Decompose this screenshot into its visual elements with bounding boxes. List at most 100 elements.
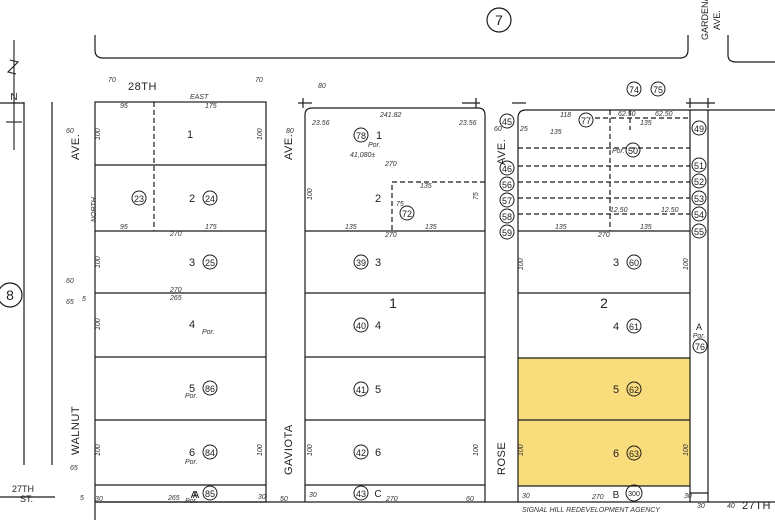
svg-text:70: 70 [255,77,263,84]
parcel-number: 86 [205,384,215,394]
lot-number: 4 [375,320,381,332]
svg-text:55: 55 [694,227,704,237]
svg-text:46: 46 [502,164,512,174]
street-curve-top [94,35,689,59]
svg-text:25: 25 [519,126,528,133]
svg-text:52: 52 [694,177,704,187]
parcel-number: 42 [356,448,366,458]
svg-text:60: 60 [66,278,74,285]
svg-text:57: 57 [502,196,512,206]
lot-number: 6 [189,447,195,459]
svg-text:65: 65 [66,299,74,306]
lot-number: 3 [375,257,381,269]
north-letter: N [10,92,17,103]
parcel-number: 61 [629,322,639,332]
agency-label: SIGNAL HILL REDEVELOPMENT AGENCY [522,507,661,514]
block-middle [298,98,486,502]
svg-text:75: 75 [396,201,404,208]
svg-text:Por.: Por. [693,333,706,340]
parcel-number: 43 [356,489,366,499]
lot-number: 1 [187,129,193,141]
lot-number: 4 [613,321,619,333]
svg-text:241.82: 241.82 [379,112,402,119]
highlighted-lots-5-6 [517,357,691,487]
svg-text:56: 56 [502,180,512,190]
svg-text:51: 51 [694,161,704,171]
svg-text:53: 53 [694,194,704,204]
lot-number: 1 [376,130,382,142]
parcel-number: 300 [628,491,640,498]
parcel-number: 24 [205,194,215,204]
svg-text:50: 50 [280,496,288,503]
right-lot-labels: 3 60 4 61 5 62 6 63 B 300 77 50 74 75 Po… [578,81,666,502]
lot-number: 5 [189,383,195,395]
svg-text:Por.: Por. [202,329,215,336]
parcel-number: 23 [134,194,144,204]
svg-text:175: 175 [205,103,217,110]
svg-text:135: 135 [550,129,562,136]
svg-text:80: 80 [286,128,294,135]
dimension-labels: 70 70 80 EAST 95 175 95 175 270 270 265 … [66,77,735,510]
svg-text:Por.: Por. [185,498,198,505]
svg-text:100: 100 [307,188,314,200]
svg-text:60: 60 [466,496,474,503]
street-27th: 27TH [742,500,771,512]
street-gaviota-ave: AVE. [283,134,295,160]
parcel-number: 41 [356,385,366,395]
parcel-number: 39 [356,258,366,268]
svg-text:77: 77 [581,116,591,126]
svg-text:74: 74 [629,85,639,95]
svg-text:65: 65 [70,465,78,472]
lot-number: 5 [613,384,619,396]
svg-text:265: 265 [167,495,180,502]
svg-text:100: 100 [95,318,102,330]
parcel-number: 60 [629,258,639,268]
svg-text:100: 100 [95,444,102,456]
page-number-top: 7 [495,12,503,28]
svg-text:23.56: 23.56 [311,120,330,127]
page-circle-left [0,282,23,308]
svg-text:118: 118 [560,112,571,119]
svg-text:75: 75 [653,85,663,95]
street-gaviota: GAVIOTA [283,424,295,475]
svg-text:135: 135 [640,120,652,127]
svg-text:135: 135 [640,224,652,231]
svg-text:270: 270 [169,231,182,238]
svg-text:270: 270 [384,161,397,168]
svg-text:95: 95 [120,224,128,231]
svg-text:100: 100 [307,444,314,456]
svg-text:49: 49 [694,124,704,134]
lot-letter: B [613,490,620,501]
svg-text:100: 100 [473,444,480,456]
svg-text:265: 265 [169,295,182,302]
svg-text:135: 135 [555,224,567,231]
street-walnut-ave: AVE. [70,134,82,160]
svg-text:100: 100 [518,258,525,270]
svg-text:12.50: 12.50 [661,207,679,214]
svg-text:NORTH: NORTH [91,196,98,222]
svg-text:Por.: Por. [612,148,625,155]
lot-a-label: A [193,490,200,501]
street-curve-top-right [727,35,775,63]
parcel-number: 25 [205,258,215,268]
svg-text:23.56: 23.56 [458,120,477,127]
street-st-left: ST. [20,494,33,504]
page-circle-top [486,7,512,33]
svg-text:270: 270 [384,232,397,239]
street-28th: 28TH [128,81,157,93]
street-27th-left: 27TH [12,484,34,494]
page-number-left: 8 [6,287,14,303]
street-rose-ave: AVE. [496,139,508,165]
street-walnut: WALNUT [70,406,82,455]
lot-number: 2 [375,193,381,205]
svg-text:135: 135 [420,183,432,190]
svg-text:62.50: 62.50 [655,111,673,118]
svg-text:60: 60 [494,126,502,133]
svg-text:100: 100 [257,444,264,456]
svg-text:12.50: 12.50 [610,207,628,214]
lot-number: 4 [189,319,195,331]
svg-text:100: 100 [95,256,102,268]
svg-text:135: 135 [345,224,357,231]
svg-text:80: 80 [318,83,326,90]
